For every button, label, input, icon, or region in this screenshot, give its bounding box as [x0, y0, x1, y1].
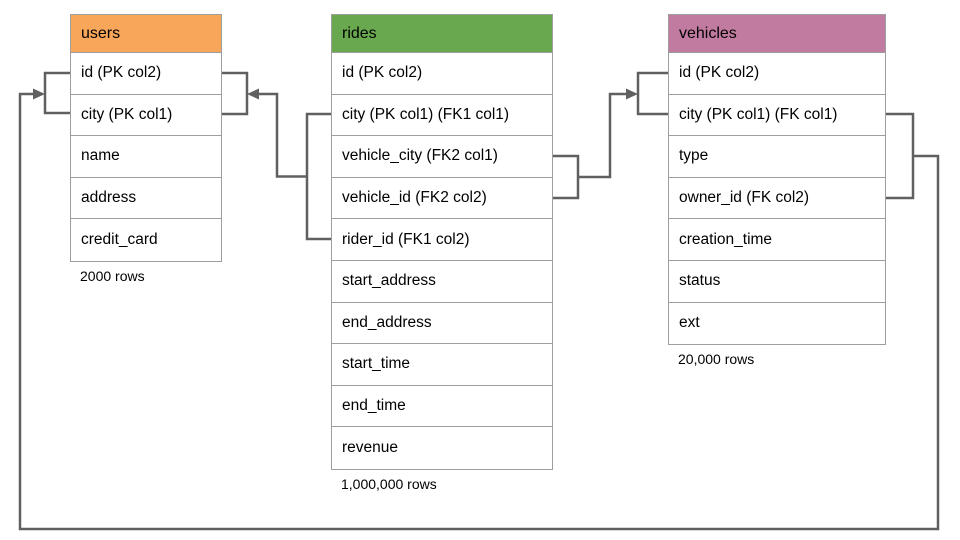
rides-column-vehicle-id: vehicle_id (FK2 col2)	[332, 177, 552, 220]
users-column-credit-card: credit_card	[71, 219, 221, 261]
table-rides-title: rides	[342, 24, 377, 42]
rides-column-city: city (PK col1) (FK1 col1)	[332, 94, 552, 137]
connector-rides-to-users	[259, 92, 307, 178]
rides-column-id: id (PK col2)	[332, 53, 552, 95]
arrowhead-rides-to-users	[247, 88, 259, 100]
rides-column-start-time: start_time	[332, 344, 552, 386]
rides-column-rider-id: rider_id (FK1 col2)	[332, 219, 552, 261]
users-column-address: address	[71, 177, 221, 220]
rides-column-revenue: revenue	[332, 427, 552, 469]
table-vehicles: vehicles id (PK col2) city (PK col1) (FK…	[668, 14, 886, 346]
users-row-count: 2000 rows	[80, 268, 145, 284]
vehicles-column-creation-time: creation_time	[669, 219, 885, 261]
vehicles-column-ext: ext	[669, 302, 885, 345]
table-vehicles-header: vehicles	[669, 15, 885, 53]
rides-left-fk-bracket	[305, 112, 331, 241]
vehicles-column-owner-id: owner_id (FK col2)	[669, 177, 885, 220]
users-right-key-bracket	[222, 71, 249, 116]
rides-row-count: 1,000,000 rows	[341, 476, 437, 492]
vehicles-right-fk-bracket	[886, 112, 915, 200]
users-column-city: city (PK col1)	[71, 94, 221, 137]
rides-column-vehicle-city: vehicle_city (FK2 col1)	[332, 136, 552, 178]
rides-column-end-time: end_time	[332, 385, 552, 428]
users-left-key-bracket	[43, 71, 70, 115]
vehicles-column-city: city (PK col1) (FK col1)	[669, 94, 885, 137]
table-vehicles-title: vehicles	[679, 24, 737, 42]
rides-right-fk-bracket	[553, 154, 580, 200]
users-column-id: id (PK col2)	[71, 53, 221, 95]
vehicles-left-key-bracket	[636, 71, 668, 116]
arrowhead-vehicles-to-users	[33, 88, 45, 100]
rides-column-start-address: start_address	[332, 260, 552, 303]
table-rides: rides id (PK col2) city (PK col1) (FK1 c…	[331, 14, 553, 470]
vehicles-column-id: id (PK col2)	[669, 53, 885, 95]
rides-column-end-address: end_address	[332, 302, 552, 345]
connector-rides-to-vehicles	[578, 92, 626, 179]
table-rides-header: rides	[332, 15, 552, 53]
vehicles-column-type: type	[669, 136, 885, 178]
table-users-title: users	[81, 24, 121, 42]
users-column-name: name	[71, 136, 221, 178]
arrowhead-rides-to-vehicles	[626, 88, 638, 100]
table-users: users id (PK col2) city (PK col1) name a…	[70, 14, 222, 262]
vehicles-column-status: status	[669, 260, 885, 303]
vehicles-row-count: 20,000 rows	[678, 351, 755, 367]
table-users-header: users	[71, 15, 221, 53]
